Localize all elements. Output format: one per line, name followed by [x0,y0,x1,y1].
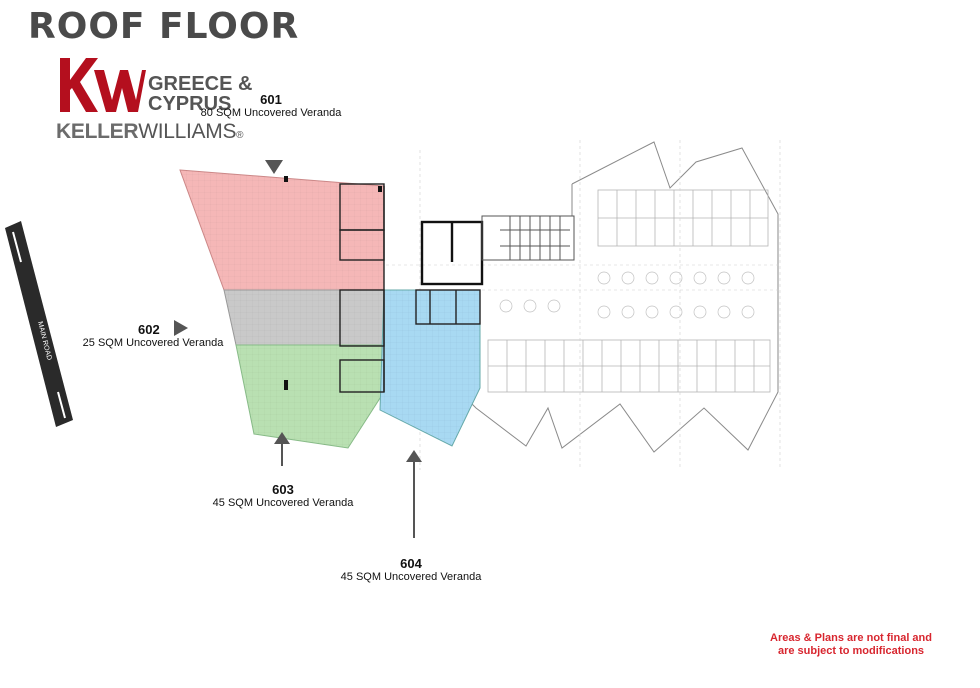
arrow-602-icon [174,320,188,336]
unit-603-area[interactable] [235,344,385,449]
unit-label-602: 602 25 SQM Uncovered Veranda [78,322,228,349]
unit-label-603: 603 45 SQM Uncovered Veranda [208,482,358,509]
disclaimer-note: Areas & Plans are not final and are subj… [770,632,932,657]
brand-name-part1: KELLER [56,120,139,143]
brand-name-part2: WILLIAMS [138,120,237,143]
unit-label-604: 604 45 SQM Uncovered Veranda [336,556,486,583]
unit-number: 604 [400,556,422,571]
unit-number: 602 [138,322,160,337]
parking-top [597,189,769,247]
arrow-601-icon [265,160,283,174]
unit-veranda: 45 SQM Uncovered Veranda [340,571,482,583]
brand-region: GREECE & CYPRUS [148,73,253,115]
terrace-tables [499,271,755,319]
brand-name: KELLERWILLIAMS® [56,120,244,144]
unit-number: 603 [272,482,294,497]
unit-number: 601 [260,92,282,107]
page-title: ROOF FLOOR [28,6,300,47]
columns [284,176,382,390]
unit-veranda: 25 SQM Uncovered Veranda [82,337,224,349]
unit-veranda: 80 SQM Uncovered Veranda [200,107,342,119]
arrow-603-icon [274,432,290,466]
interior-walls [339,183,481,393]
main-road: MAIN ROAD [5,221,73,427]
arrow-604-icon [406,450,422,538]
stair-right [481,215,575,261]
registered-mark: ® [236,130,244,141]
parking-bottom [487,339,771,393]
unit-label-601: 601 80 SQM Uncovered Veranda [196,92,346,119]
unit-602-area[interactable] [223,289,385,346]
unit-veranda: 45 SQM Uncovered Veranda [212,497,354,509]
unit-601-area[interactable] [179,169,385,291]
kw-logo-icon [60,58,146,112]
unit-604-area[interactable] [379,289,481,447]
building-outline-east [471,141,779,453]
stair-core [420,220,484,286]
brand-logo: GREECE & CYPRUS KELLERWILLIAMS® [56,56,256,146]
